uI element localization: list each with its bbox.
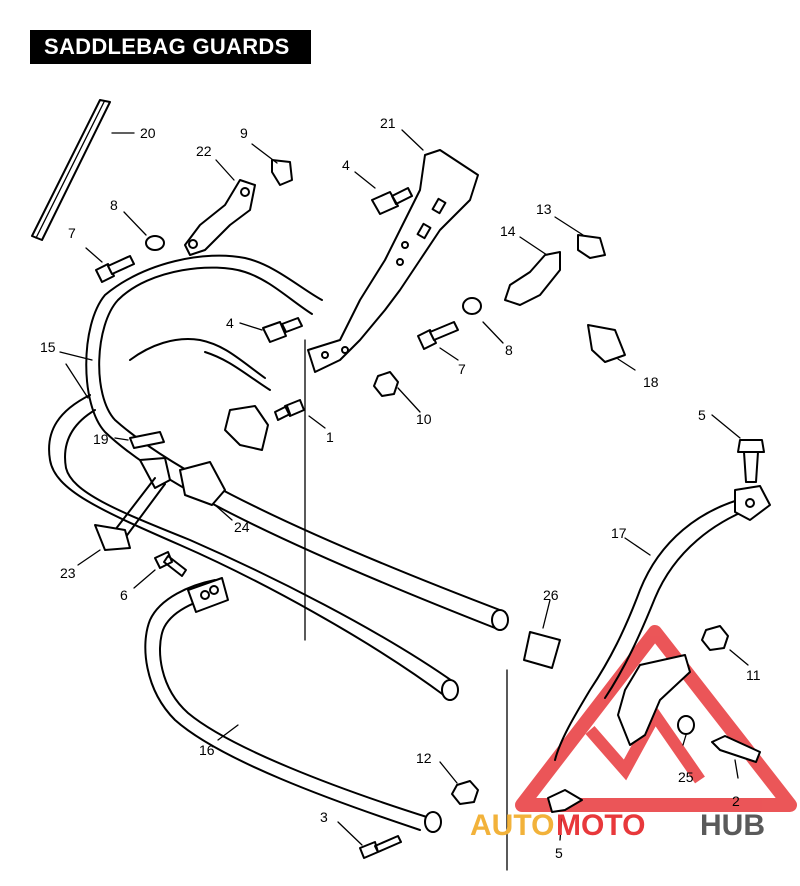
callout-8a: 8 bbox=[110, 197, 118, 213]
part-6-screw bbox=[154, 551, 187, 577]
part-8-washer-left bbox=[145, 235, 165, 251]
leader-lines bbox=[59, 129, 749, 846]
part-25-spacer bbox=[677, 715, 695, 735]
callout-9: 9 bbox=[240, 125, 248, 141]
callout-24: 24 bbox=[234, 519, 250, 535]
callout-5b: 5 bbox=[555, 845, 563, 861]
callout-25: 25 bbox=[678, 769, 694, 785]
part-17-stay bbox=[554, 485, 771, 761]
callout-8b: 8 bbox=[505, 342, 513, 358]
part-12-nut bbox=[451, 780, 479, 805]
part-7-bolt-left bbox=[95, 255, 135, 283]
part-11-nut bbox=[701, 625, 729, 651]
part-24-clamp-lower bbox=[179, 461, 226, 506]
part-13-clip bbox=[577, 234, 606, 259]
callout-16: 16 bbox=[199, 742, 215, 758]
callout-14: 14 bbox=[500, 223, 516, 239]
callout-7a: 7 bbox=[68, 225, 76, 241]
callout-23: 23 bbox=[60, 565, 76, 581]
callout-7b: 7 bbox=[458, 361, 466, 377]
callout-10: 10 bbox=[416, 411, 432, 427]
part-5-bolt-lower bbox=[547, 789, 583, 813]
callout-12: 12 bbox=[416, 750, 432, 766]
callout-17: 17 bbox=[611, 525, 627, 541]
callout-2: 2 bbox=[732, 793, 740, 809]
part-22-bracket bbox=[184, 179, 256, 256]
page-title: SADDLEBAG GUARDS bbox=[30, 30, 311, 64]
part-15-guard-main bbox=[48, 254, 509, 701]
callout-21: 21 bbox=[380, 115, 396, 131]
callout-5a: 5 bbox=[698, 407, 706, 423]
callout-18: 18 bbox=[643, 374, 659, 390]
part-19-pad bbox=[129, 431, 165, 449]
callout-20: 20 bbox=[140, 125, 156, 141]
callout-4a: 4 bbox=[342, 157, 350, 173]
part-9-clip bbox=[271, 159, 293, 186]
callout-3: 3 bbox=[320, 809, 328, 825]
callout-11: 11 bbox=[746, 667, 761, 683]
svg-text:AUTO: AUTO bbox=[470, 809, 554, 842]
part-20-strip bbox=[31, 99, 111, 241]
watermark-text: AUTO MOTO HUB bbox=[470, 809, 765, 842]
part-4-screw-upper bbox=[371, 187, 413, 215]
callout-22: 22 bbox=[196, 143, 212, 159]
svg-text:MOTO: MOTO bbox=[556, 809, 645, 842]
part-4-screw-lower bbox=[262, 317, 303, 343]
callout-6: 6 bbox=[120, 587, 128, 603]
part-7-bolt-right bbox=[417, 321, 459, 350]
part-24-clamp-upper bbox=[224, 405, 269, 451]
callout-26: 26 bbox=[543, 587, 559, 603]
part-23-strut bbox=[94, 457, 171, 551]
callout-13: 13 bbox=[536, 201, 552, 217]
part-14-bracket bbox=[504, 251, 561, 306]
part-3-screw bbox=[359, 835, 402, 859]
part-8-washer-right bbox=[462, 297, 482, 315]
callout-1: 1 bbox=[326, 429, 334, 445]
part-1-bolt bbox=[274, 399, 305, 421]
callout-15: 15 bbox=[40, 339, 56, 355]
part-26-sleeve bbox=[523, 631, 561, 669]
part-10-nut bbox=[373, 371, 399, 397]
part-5-bolt-upper bbox=[737, 439, 765, 483]
watermark-logo-icon bbox=[515, 625, 797, 812]
part-2-bolt bbox=[711, 735, 761, 763]
part-25-bracket bbox=[617, 654, 691, 746]
callout-4b: 4 bbox=[226, 315, 234, 331]
part-16-guard-lower bbox=[144, 577, 442, 833]
part-18-clip bbox=[587, 324, 626, 363]
callout-19: 19 bbox=[93, 431, 109, 447]
part-21-bracket bbox=[307, 149, 479, 373]
svg-text:HUB: HUB bbox=[700, 809, 765, 842]
